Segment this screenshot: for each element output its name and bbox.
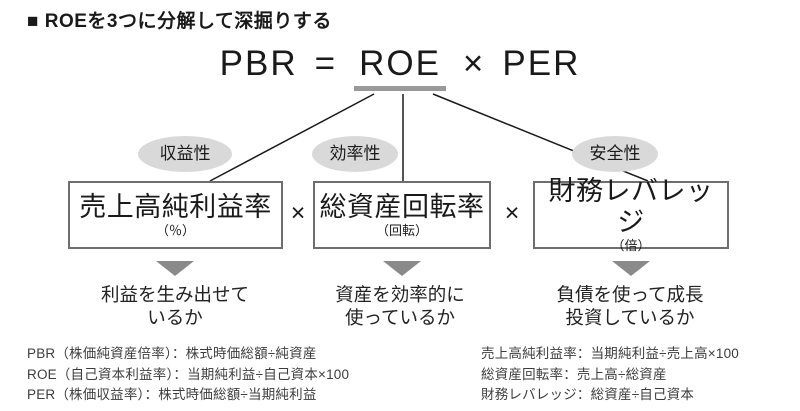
- badge-profitability: 収益性: [138, 136, 232, 172]
- question-profitability: 利益を生み出せて いるか: [100, 284, 249, 328]
- question-safety: 負債を使って成長 投資しているか: [556, 284, 704, 328]
- box-net-profit-margin-unit: （％）: [155, 222, 195, 238]
- box-net-profit-margin: 売上高純利益率 （％）: [68, 181, 283, 249]
- down-arrow-icon: [156, 261, 194, 276]
- formula-equals-sign: =: [314, 44, 338, 83]
- box-asset-turnover-label: 総資産回転率: [319, 191, 485, 222]
- formula-roe-underlined: ROE: [354, 44, 446, 91]
- formula-per: PER: [502, 44, 581, 83]
- note-turnover-definition: 総資産回転率：売上高÷総資産: [481, 366, 667, 382]
- multiply-sign-1: ×: [290, 199, 306, 227]
- notes-left-column: PBR（株価純資産倍率）：株式時価総額÷純資産 ROE（自己資本利益率）：当期純…: [27, 344, 349, 406]
- question-efficiency: 資産を効率的に 使っているか: [335, 284, 465, 328]
- box-financial-leverage: 財務レバレッジ （倍）: [533, 176, 729, 253]
- note-pbr-definition: PBR（株価純資産倍率）：株式時価総額÷純資産: [27, 346, 317, 361]
- note-margin-definition: 売上高純利益率：当期純利益÷売上高×100: [481, 346, 740, 361]
- box-asset-turnover: 総資産回転率 （回転）: [313, 181, 491, 249]
- down-arrow-icon: [383, 261, 421, 276]
- notes-right-column: 売上高純利益率：当期純利益÷売上高×100 総資産回転率：売上高÷総資産 財務レ…: [481, 344, 739, 406]
- formula: PBR = ROE × PER: [0, 44, 800, 91]
- box-financial-leverage-unit: （倍）: [611, 238, 651, 253]
- box-financial-leverage-label: 財務レバレッジ: [548, 176, 714, 237]
- page-title: ■ ROEを3つに分解して深掘りする: [27, 11, 332, 32]
- badge-efficiency: 効率性: [312, 136, 398, 172]
- note-leverage-definition: 財務レバレッジ：総資産÷自己資本: [481, 387, 695, 402]
- badge-safety: 安全性: [572, 136, 658, 172]
- box-net-profit-margin-label: 売上高純利益率: [79, 191, 272, 222]
- note-per-definition: PER（株価収益率）：株式時価総額÷当期純利益: [27, 387, 317, 402]
- box-asset-turnover-unit: （回転）: [375, 222, 428, 238]
- multiply-sign-2: ×: [504, 199, 520, 227]
- formula-multiply-sign: ×: [462, 44, 486, 83]
- note-roe-definition: ROE（自己資本利益率）：当期純利益÷自己資本×100: [27, 366, 350, 382]
- down-arrow-icon: [612, 261, 650, 276]
- formula-pbr: PBR: [219, 44, 298, 83]
